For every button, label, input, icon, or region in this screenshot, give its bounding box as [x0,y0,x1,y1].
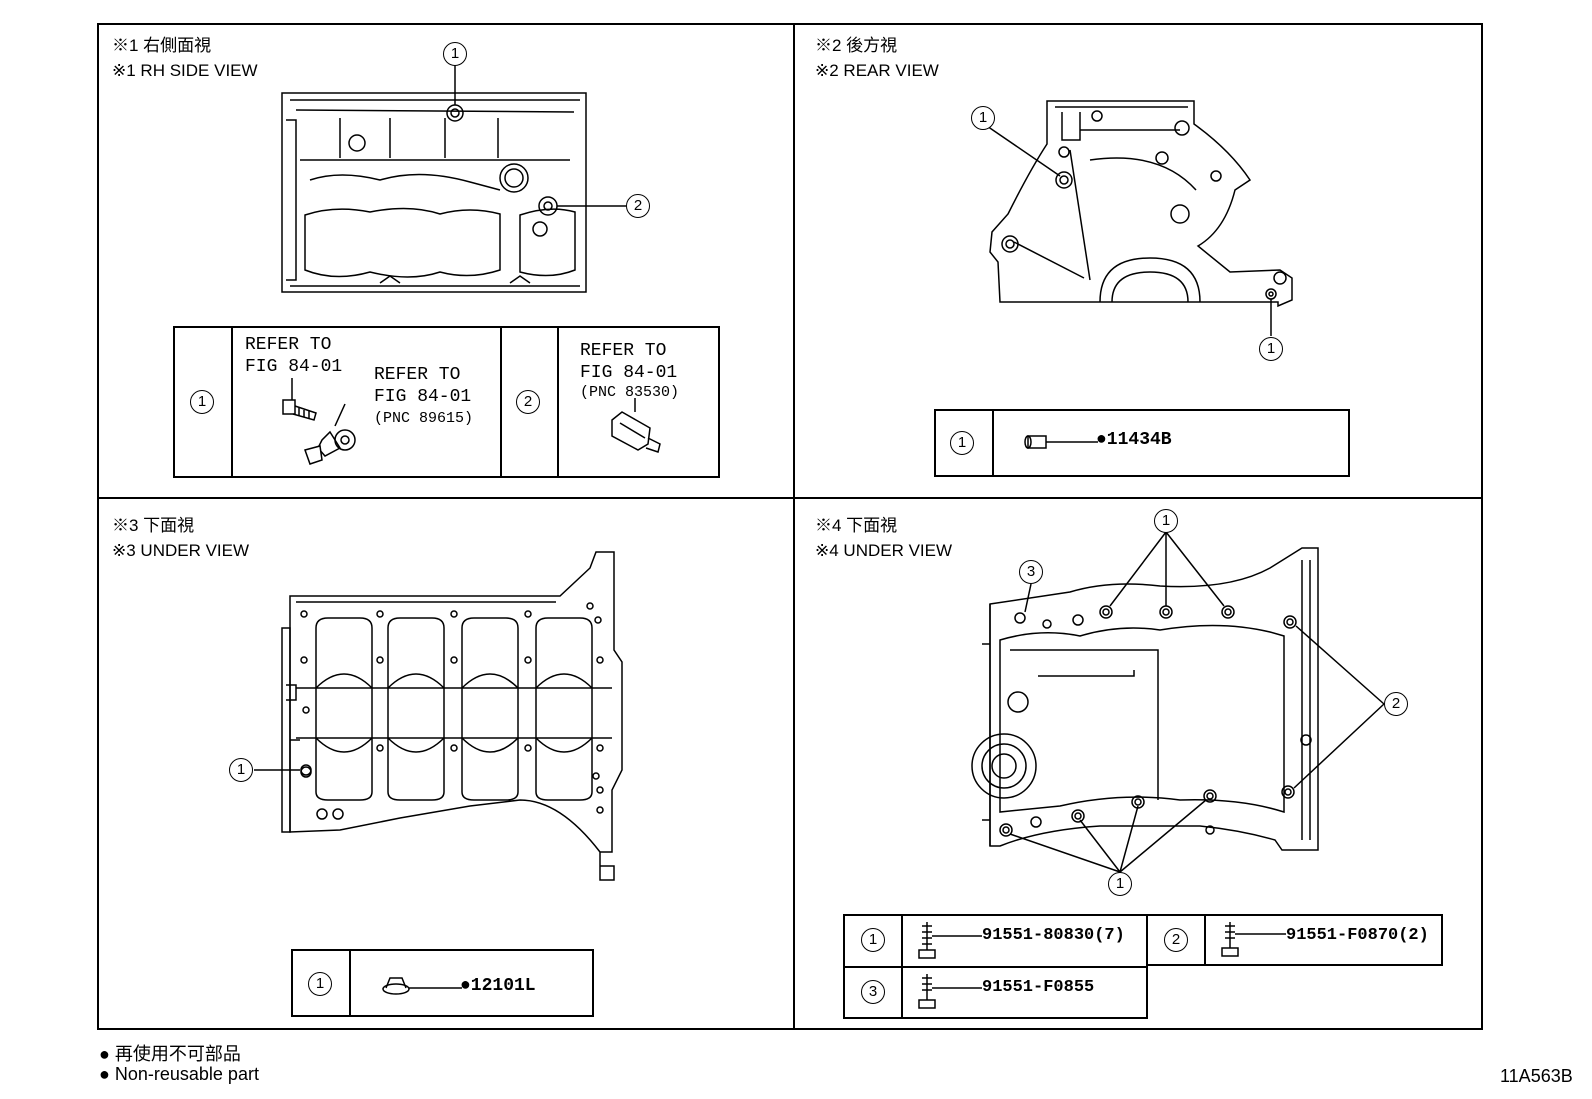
callout-1-under4-top: 1 [1154,509,1178,533]
callout-1-rear-bottom: 1 [1259,337,1283,361]
under4-part-3: 91551-F0855 [982,978,1095,997]
figure-code: 11A563B [1500,1066,1573,1086]
rear-table-num-1: 1 [950,431,974,455]
view3-title-jp: ※3 下面視 [112,516,195,535]
under3-parts-table [291,949,594,1017]
rh-table-num-1: 1 [190,390,214,414]
under4-table-num-2: 2 [1164,928,1188,952]
under4-part-1: 91551-80830(7) [982,926,1125,945]
callout-1-under3: 1 [229,758,253,782]
rh-table-cell-part1 [175,328,502,476]
rh-ref1-line1: REFER TO [245,335,332,355]
rh-ref3-pnc: (PNC 83530) [580,384,680,401]
rh-table-cell-num1 [175,328,233,476]
view1-title-jp: ※1 右側面視 [112,36,212,55]
diagram-frame [97,23,1483,1030]
view4-title-jp: ※4 下面視 [815,516,898,535]
horizontal-divider [97,497,1483,499]
view3-title-en: ※3 UNDER VIEW [112,541,250,560]
rh-ref2-line2: FIG 84-01 [374,387,472,407]
callout-2-under4: 2 [1384,692,1408,716]
callout-1-under4-bottom: 1 [1108,872,1132,896]
under4-table-row-divider [845,966,1146,968]
view4-title-en: ※4 UNDER VIEW [815,541,953,560]
under4-table-num-3: 3 [861,980,885,1004]
view2-title-jp: ※2 後方視 [815,36,898,55]
rh-table-num-2: 2 [516,390,540,414]
rh-ref3-line1: REFER TO [580,341,667,361]
view2-title-en: ※2 REAR VIEW [815,61,939,80]
rear-part-number: ●11434B [1096,430,1172,450]
rh-ref2-line1: REFER TO [374,365,461,385]
rh-ref2-pnc: (PNC 89615) [374,410,474,427]
legend-en: ● Non-reusable part [99,1064,259,1084]
under4-table-right-cell-num [1148,916,1206,964]
under3-table-num-1: 1 [308,972,332,996]
callout-2-rh: 2 [626,194,650,218]
under3-part-number: ●12101L [460,976,536,996]
under3-table-cell-num [293,951,351,1015]
rear-table-cell-num [936,411,994,475]
rear-parts-table [934,409,1350,477]
under4-table-num-1: 1 [861,928,885,952]
under4-parts-table-right [1146,914,1443,966]
rh-ref3-line2: FIG 84-01 [580,363,678,383]
under4-parts-table-left [843,914,1148,1019]
callout-1-rear-top: 1 [971,106,995,130]
rh-table-cell-num2 [175,328,559,476]
vertical-divider [793,23,795,1030]
view1-title-en: ※1 RH SIDE VIEW [112,61,258,80]
rh-ref1-line2: FIG 84-01 [245,357,343,377]
legend-jp: ● 再使用不可部品 [99,1044,241,1064]
rh-parts-table [173,326,720,478]
callout-1-rh: 1 [443,42,467,66]
under4-part-2: 91551-F0870(2) [1286,926,1429,945]
callout-3-under4: 3 [1019,560,1043,584]
